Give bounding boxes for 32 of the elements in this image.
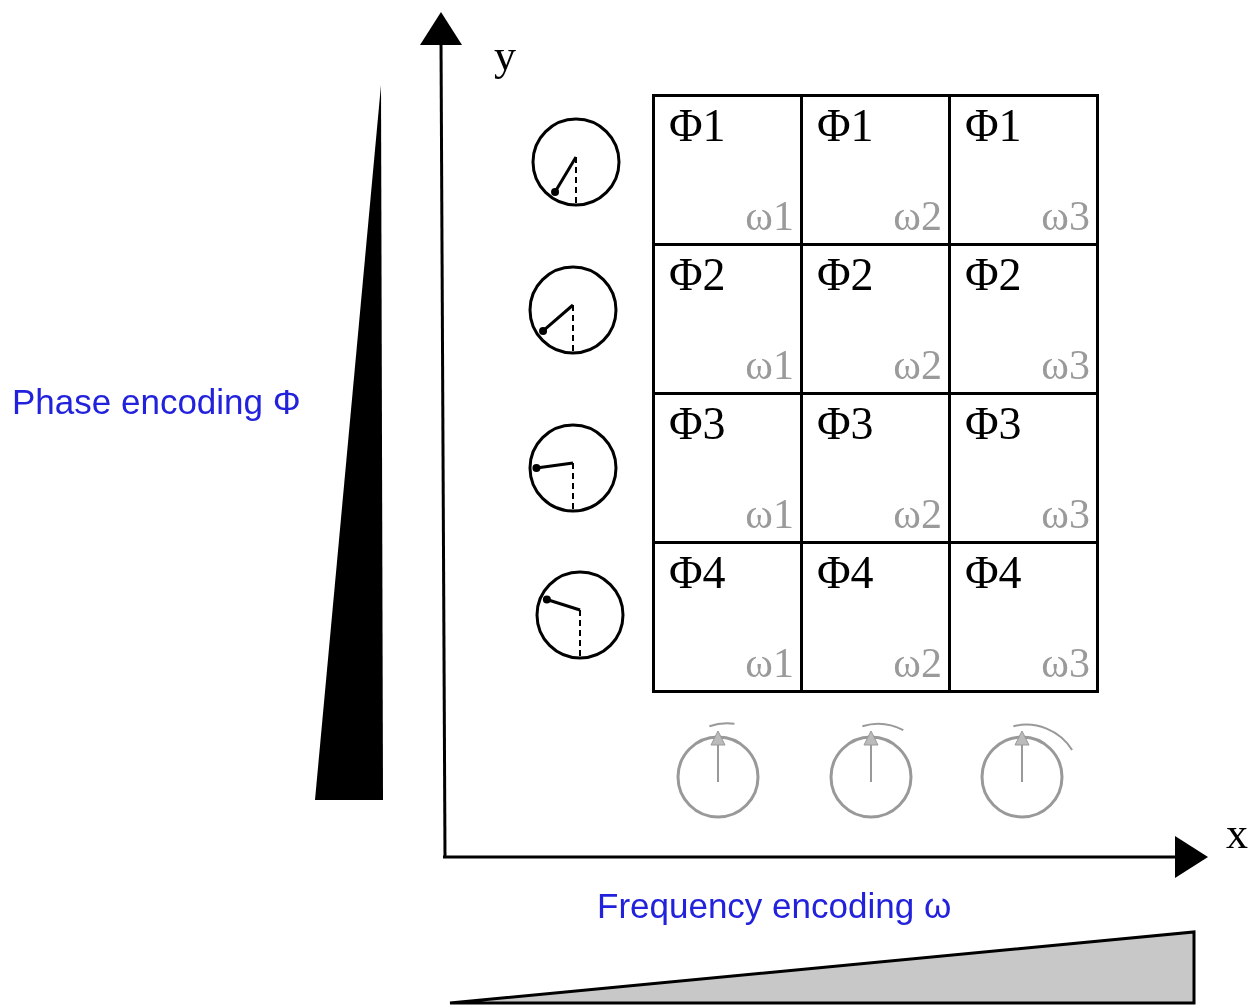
frequency-label: ω3 xyxy=(1041,493,1090,535)
grid-cell xyxy=(948,541,1099,693)
phase-label: Φ4 xyxy=(817,550,874,596)
frequency-label: ω1 xyxy=(745,344,794,386)
frequency-label: ω1 xyxy=(745,642,794,684)
grid-cell xyxy=(652,541,803,693)
axis-title: Frequency encoding ω xyxy=(597,888,952,923)
phase-label: Φ4 xyxy=(669,550,726,596)
frequency-label: ω2 xyxy=(893,195,942,237)
phase-label: Φ2 xyxy=(965,252,1022,298)
frequency-label: ω2 xyxy=(893,344,942,386)
phase-label: Φ1 xyxy=(669,103,726,149)
phase-label: Φ2 xyxy=(817,252,874,298)
phase-label: Φ3 xyxy=(669,401,726,447)
frequency-label: ω2 xyxy=(893,642,942,684)
phase-label: Φ3 xyxy=(817,401,874,447)
frequency-label: ω2 xyxy=(893,493,942,535)
phase-label: Φ1 xyxy=(817,103,874,149)
axis-label: x xyxy=(1226,812,1248,856)
phase-label: Φ2 xyxy=(669,252,726,298)
phase-label: Φ1 xyxy=(965,103,1022,149)
axis-label: y xyxy=(494,34,516,78)
axis-title: Phase encoding Φ xyxy=(12,384,301,419)
frequency-label: ω3 xyxy=(1041,642,1090,684)
grid-cell xyxy=(652,94,803,246)
phase-label: Φ4 xyxy=(965,550,1022,596)
phase-label: Φ3 xyxy=(965,401,1022,447)
grid-cell xyxy=(948,94,1099,246)
frequency-label: ω3 xyxy=(1041,195,1090,237)
frequency-label: ω3 xyxy=(1041,344,1090,386)
frequency-label: ω1 xyxy=(745,195,794,237)
frequency-label: ω1 xyxy=(745,493,794,535)
